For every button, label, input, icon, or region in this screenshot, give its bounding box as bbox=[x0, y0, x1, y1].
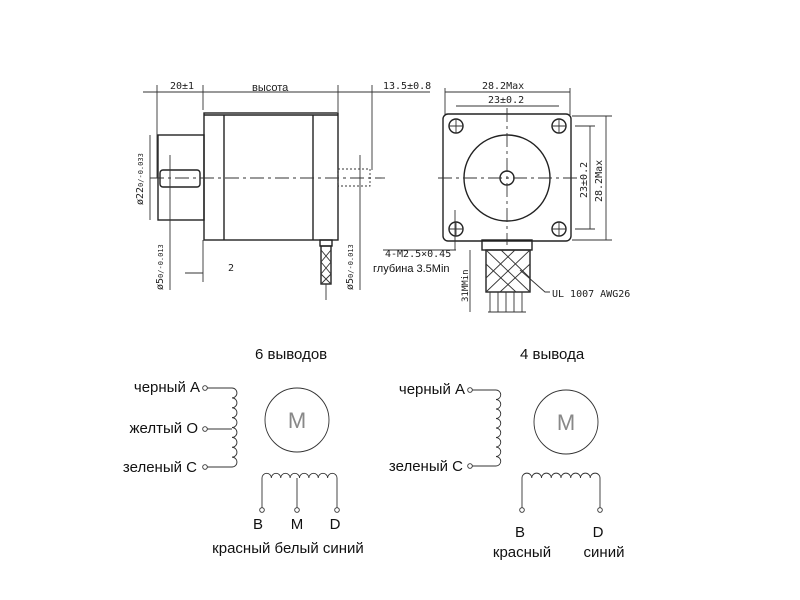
front-cable-bundle bbox=[485, 249, 531, 293]
letter-b: B bbox=[515, 524, 525, 541]
four-wire-title: 4 вывода bbox=[520, 346, 585, 363]
thread-depth-label: глубина 3.5Min bbox=[373, 263, 450, 275]
six-wire-schematic: 6 выводов черный A желтый O зеленый C M … bbox=[123, 346, 364, 557]
wire-label-green-c: зеленый C bbox=[389, 458, 463, 475]
wire-label-black-a: черный A bbox=[134, 379, 200, 396]
color-blue: синий bbox=[584, 544, 625, 561]
boss-diameter-dim: ø220/-0.033 bbox=[135, 153, 146, 205]
flange-length-dim: 20±1 bbox=[170, 81, 194, 92]
six-wire-title: 6 выводов bbox=[255, 346, 327, 363]
thread-dim: 4-M2.5×0.45 bbox=[385, 249, 451, 260]
rear-shaft-dim-dia: ø50/-0.013 bbox=[345, 244, 356, 290]
horizontal-coil bbox=[521, 472, 601, 479]
horizontal-coil bbox=[261, 472, 338, 479]
four-wire-schematic: 4 вывода черный A зеленый C M B D красны… bbox=[389, 346, 625, 561]
rear-shaft bbox=[337, 168, 371, 187]
motor-letter: M bbox=[288, 408, 306, 433]
front-shaft bbox=[159, 169, 201, 188]
rear-shaft-tolerance: 0/-0.013 bbox=[347, 244, 355, 278]
wire-label-green-c: зеленый C bbox=[123, 459, 197, 476]
front-shaft-dim: ø50/-0.013 bbox=[155, 244, 166, 290]
boss-diameter: ø22 bbox=[135, 187, 146, 205]
hole-spacing-dim: 23±0.2 bbox=[488, 95, 524, 106]
front-shaft-diameter: ø5 bbox=[155, 278, 166, 290]
width-max-dim: 28.2Max bbox=[482, 81, 524, 92]
bottom-colors: красный белый синий bbox=[212, 540, 364, 557]
cable-length-dim: 31MMin bbox=[461, 269, 471, 302]
motor-symbol bbox=[264, 387, 330, 453]
vertical-coil bbox=[231, 387, 238, 468]
rear-shaft-diameter: ø5 bbox=[345, 278, 356, 290]
body-length-dim: высота bbox=[252, 82, 289, 94]
vertical-coil bbox=[495, 389, 502, 467]
letter-m: M bbox=[291, 516, 304, 533]
vertical-hole-spacing-dim: 23±0.2 bbox=[579, 162, 590, 198]
letter-b: B bbox=[253, 516, 263, 533]
color-red: красный bbox=[493, 544, 551, 561]
height-max-dim: 28.2Max bbox=[594, 160, 605, 202]
cable-spec-label: UL 1007 AWG26 bbox=[552, 289, 630, 300]
flange-thickness-dim: 2 bbox=[228, 263, 234, 274]
letter-d: D bbox=[330, 516, 341, 533]
boss bbox=[157, 134, 205, 221]
rear-shaft-dim: 13.5±0.8 bbox=[383, 81, 431, 92]
wire-label-black-a: черный A bbox=[399, 381, 465, 398]
boss-tolerance: 0/-0.033 bbox=[137, 153, 145, 187]
motor-symbol bbox=[533, 389, 599, 455]
wire-label-yellow-o: желтый O bbox=[130, 420, 199, 437]
mount-holes bbox=[448, 118, 567, 237]
letter-d: D bbox=[593, 524, 604, 541]
motor-letter: M bbox=[557, 410, 575, 435]
front-view: 28.2Max 23±0.2 23±0.2 28.2Max 4-M2.5×0.4… bbox=[373, 81, 630, 313]
side-view: 20±1 высота 13.5±0.8 ø220/-0.033 ø50/-0.… bbox=[135, 81, 431, 300]
front-shaft-tolerance: 0/-0.013 bbox=[157, 244, 165, 278]
